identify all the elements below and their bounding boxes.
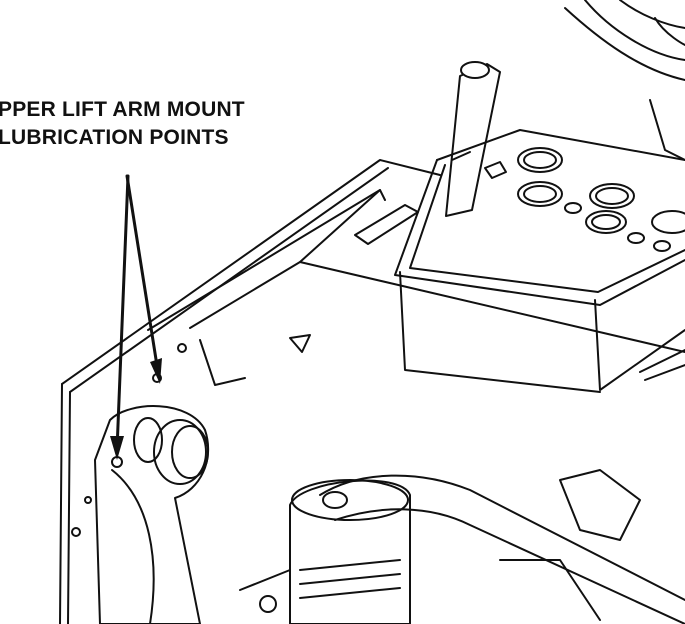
- lift-arm: [94, 405, 210, 624]
- switch-icon: [484, 161, 507, 179]
- lower-components: [239, 469, 641, 624]
- operator-seat: [564, 0, 685, 161]
- callout-title: PPER LIFT ARM MOUNT: [0, 98, 245, 121]
- control-knobs: [517, 147, 685, 252]
- frame-rail: [59, 159, 685, 624]
- arrow-icon: [115, 174, 160, 452]
- control-lever: [445, 61, 501, 217]
- control-knob-icon: [564, 202, 582, 214]
- callout-subtitle: LUBRICATION POINTS: [0, 126, 229, 149]
- hydraulic-cylinder: [289, 479, 411, 624]
- hydraulic-hose: [319, 474, 685, 624]
- control-panel: [394, 129, 685, 393]
